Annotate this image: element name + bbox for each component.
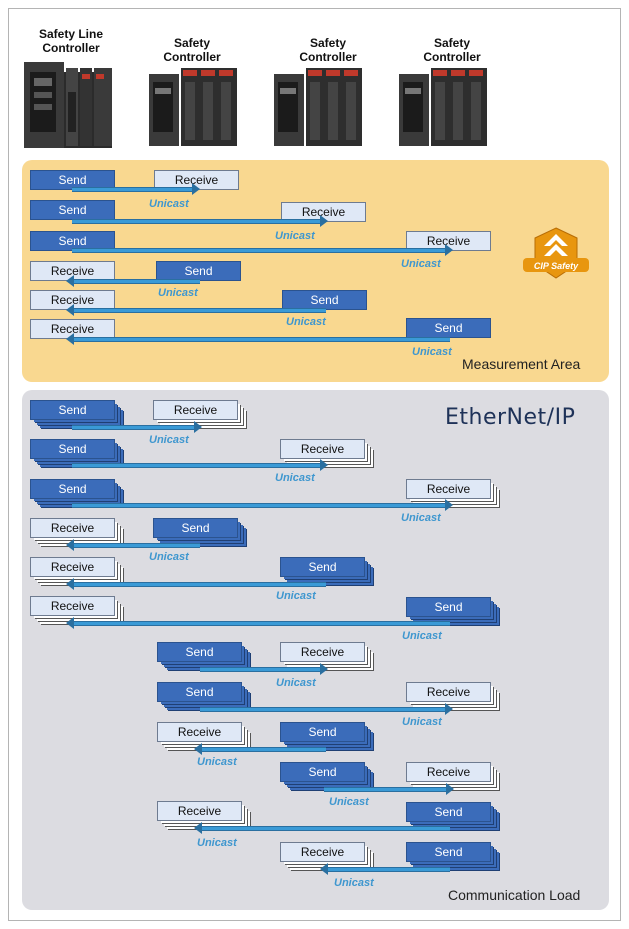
unicast-label: Unicast bbox=[158, 287, 198, 299]
unicast-label: Unicast bbox=[275, 230, 315, 242]
send-box-stack: Send bbox=[406, 802, 491, 822]
controller-label-line2: Controller bbox=[42, 41, 100, 55]
send-box-stack: Send bbox=[280, 722, 365, 742]
unicast-arrow-left bbox=[194, 822, 450, 834]
unicast-label: Unicast bbox=[276, 677, 316, 689]
send-box: Send bbox=[30, 170, 115, 190]
controller-label-safety-2: Safety Controller bbox=[273, 36, 383, 64]
unicast-label: Unicast bbox=[149, 198, 189, 210]
unicast-arrow-right bbox=[324, 783, 454, 795]
unicast-arrow-left bbox=[66, 304, 326, 316]
receive-box-stack: Receive bbox=[157, 722, 242, 742]
receive-box-stack: Receive bbox=[157, 801, 242, 821]
controller-label-line2: Controller bbox=[423, 50, 481, 64]
unicast-arrow-left bbox=[66, 578, 326, 590]
cip-safety-text: CIP Safety bbox=[534, 261, 579, 271]
receive-box-stack: Receive bbox=[280, 642, 365, 662]
safety-controller-image bbox=[149, 68, 237, 146]
send-box-stack: Send bbox=[30, 400, 115, 420]
send-box: Send bbox=[156, 261, 241, 281]
receive-box-stack: Receive bbox=[406, 682, 491, 702]
controller-label-line1: Safety bbox=[309, 36, 347, 50]
receive-box: Receive bbox=[30, 261, 115, 281]
unicast-label: Unicast bbox=[149, 434, 189, 446]
unicast-arrow-left bbox=[320, 863, 450, 875]
unicast-arrow-left bbox=[66, 275, 200, 287]
unicast-arrow-right bbox=[72, 499, 453, 511]
measurement-area-label: Measurement Area bbox=[462, 356, 581, 372]
send-box-stack: Send bbox=[30, 439, 115, 459]
unicast-arrow-right bbox=[200, 663, 328, 675]
send-box: Send bbox=[406, 318, 491, 338]
unicast-arrow-right bbox=[200, 703, 453, 715]
send-box: Send bbox=[30, 200, 115, 220]
receive-box-stack: Receive bbox=[406, 762, 491, 782]
unicast-label: Unicast bbox=[329, 796, 369, 808]
receive-box-stack: Receive bbox=[30, 518, 115, 538]
unicast-label: Unicast bbox=[197, 756, 237, 768]
cip-safety-logo: CIP Safety bbox=[523, 227, 589, 279]
receive-box-stack: Receive bbox=[30, 596, 115, 616]
unicast-label: Unicast bbox=[412, 346, 452, 358]
controller-label-safety-3: Safety Controller bbox=[397, 36, 507, 64]
unicast-arrow-right bbox=[72, 215, 328, 227]
receive-box-stack: Receive bbox=[280, 842, 365, 862]
receive-box-stack: Receive bbox=[153, 400, 238, 420]
send-box-stack: Send bbox=[406, 597, 491, 617]
receive-box-stack: Receive bbox=[280, 439, 365, 459]
controller-label-line1: Safety bbox=[433, 36, 471, 50]
unicast-label: Unicast bbox=[401, 258, 441, 270]
receive-box: Receive bbox=[281, 202, 366, 222]
safety-line-controller-image bbox=[24, 62, 112, 148]
ethernet-ip-logo: EtherNet/IP bbox=[445, 405, 576, 430]
receive-box: Receive bbox=[30, 290, 115, 310]
unicast-label: Unicast bbox=[401, 512, 441, 524]
receive-box-stack: Receive bbox=[30, 557, 115, 577]
unicast-label: Unicast bbox=[197, 837, 237, 849]
unicast-arrow-left bbox=[194, 743, 326, 755]
controller-label-line1: Safety Line bbox=[38, 27, 104, 41]
unicast-arrow-right bbox=[72, 421, 202, 433]
unicast-label: Unicast bbox=[149, 551, 189, 563]
unicast-label: Unicast bbox=[286, 316, 326, 328]
receive-box-stack: Receive bbox=[406, 479, 491, 499]
send-box-stack: Send bbox=[280, 557, 365, 577]
unicast-arrow-right bbox=[72, 459, 328, 471]
send-box-stack: Send bbox=[157, 682, 242, 702]
unicast-label: Unicast bbox=[276, 590, 316, 602]
unicast-arrow-left bbox=[66, 617, 450, 629]
controller-label-line2: Controller bbox=[299, 50, 357, 64]
safety-controller-image bbox=[274, 68, 362, 146]
unicast-arrow-right bbox=[72, 183, 200, 195]
unicast-label: Unicast bbox=[275, 472, 315, 484]
unicast-label: Unicast bbox=[334, 877, 374, 889]
controller-label-safety-line: Safety Line Controller bbox=[16, 27, 126, 55]
safety-controller-image bbox=[399, 68, 487, 146]
unicast-arrow-left bbox=[66, 333, 450, 345]
send-box-stack: Send bbox=[157, 642, 242, 662]
unicast-label: Unicast bbox=[402, 630, 442, 642]
unicast-arrow-right bbox=[72, 244, 453, 256]
send-box-stack: Send bbox=[153, 518, 238, 538]
unicast-arrow-left bbox=[66, 539, 200, 551]
send-box-stack: Send bbox=[30, 479, 115, 499]
communication-load-label: Communication Load bbox=[448, 887, 581, 903]
send-box: Send bbox=[282, 290, 367, 310]
send-box-stack: Send bbox=[280, 762, 365, 782]
controller-label-line1: Safety bbox=[173, 36, 211, 50]
unicast-label: Unicast bbox=[402, 716, 442, 728]
measurement-area bbox=[22, 160, 609, 382]
controller-label-line2: Controller bbox=[163, 50, 221, 64]
receive-box: Receive bbox=[406, 231, 491, 251]
send-box-stack: Send bbox=[406, 842, 491, 862]
controller-label-safety-1: Safety Controller bbox=[137, 36, 247, 64]
